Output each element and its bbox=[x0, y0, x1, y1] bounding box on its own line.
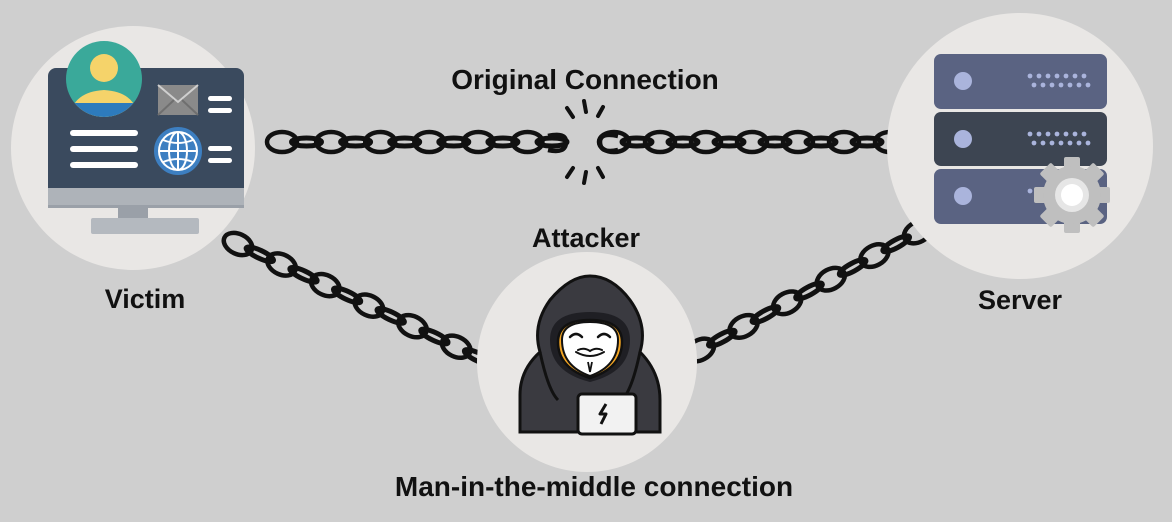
break-spark-icon bbox=[565, 99, 605, 185]
chain-link bbox=[858, 242, 891, 270]
original-connection-chain-right bbox=[596, 129, 908, 155]
envelope-icon bbox=[157, 84, 199, 116]
chain-link bbox=[734, 129, 770, 155]
server-indicator-dot bbox=[1054, 131, 1060, 137]
broken-link-end-right bbox=[597, 132, 619, 154]
chain-link bbox=[814, 265, 848, 293]
chain-link bbox=[265, 251, 299, 278]
chain-link bbox=[619, 135, 655, 149]
chain-link bbox=[826, 129, 862, 155]
server-indicator-dot bbox=[1081, 131, 1087, 137]
chain-link bbox=[880, 233, 913, 255]
chain-link bbox=[757, 135, 793, 149]
server-indicator-dot bbox=[1031, 140, 1037, 146]
victim-node bbox=[11, 26, 255, 270]
chain-link bbox=[510, 129, 545, 155]
server-indicator-dot bbox=[1031, 82, 1037, 88]
chain-link bbox=[749, 304, 782, 326]
chain-link bbox=[352, 292, 386, 319]
chain-link bbox=[243, 244, 276, 265]
server-indicator-dot bbox=[1040, 140, 1046, 146]
chain-link bbox=[308, 271, 342, 299]
chain-link bbox=[836, 256, 869, 278]
server-indicator-dot bbox=[1072, 73, 1078, 79]
chain-link bbox=[338, 135, 374, 149]
chain-link bbox=[418, 326, 451, 347]
server-indicator-dot bbox=[1058, 140, 1064, 146]
chain-link bbox=[711, 135, 747, 149]
server-indicator-dot bbox=[1067, 140, 1073, 146]
chain-link bbox=[330, 285, 364, 306]
server-indicator-dot bbox=[1027, 188, 1033, 194]
chain-link bbox=[221, 230, 255, 258]
server-indicator-dot bbox=[1027, 73, 1033, 79]
victim-attacker-chain bbox=[221, 230, 495, 367]
computer-monitor-icon bbox=[48, 41, 244, 234]
server-indicator-dot bbox=[1027, 131, 1033, 137]
chain-link bbox=[387, 135, 423, 149]
server-indicator-dot bbox=[1085, 82, 1091, 88]
chain-link bbox=[289, 135, 324, 149]
chain-link bbox=[412, 129, 447, 155]
server-indicator-dot bbox=[1058, 82, 1064, 88]
laptop-icon bbox=[576, 392, 638, 436]
gear-icon bbox=[1034, 157, 1110, 233]
chain-link bbox=[287, 264, 320, 285]
chain-link bbox=[313, 129, 349, 155]
chain-link bbox=[461, 129, 496, 155]
chain-link bbox=[642, 129, 678, 155]
chain-link bbox=[374, 306, 407, 326]
attacker-node bbox=[477, 252, 697, 472]
globe-icon bbox=[154, 127, 202, 175]
server-indicator-dot bbox=[1054, 73, 1060, 79]
server-indicator-dot bbox=[1072, 131, 1078, 137]
chain-link bbox=[688, 129, 724, 155]
chain-link bbox=[436, 135, 472, 149]
chain-link bbox=[793, 280, 825, 302]
server-indicator-dot bbox=[1076, 82, 1082, 88]
server-indicator-dot bbox=[1063, 131, 1069, 137]
server-indicator-dot bbox=[1081, 73, 1087, 79]
chain-link bbox=[849, 135, 885, 149]
server-indicator-dot bbox=[1067, 82, 1073, 88]
server-node bbox=[887, 13, 1153, 279]
chain-link bbox=[770, 289, 804, 317]
chain-link bbox=[727, 312, 760, 340]
chain-link bbox=[803, 135, 839, 149]
original-connection-chain-left bbox=[264, 129, 570, 155]
server-label: Server bbox=[977, 285, 1063, 315]
server-indicator-dot bbox=[1036, 73, 1042, 79]
chain-links-layer bbox=[221, 129, 935, 367]
server-rack-icon bbox=[934, 54, 1110, 233]
server-indicator-dot bbox=[1049, 82, 1055, 88]
chain-link bbox=[485, 135, 521, 149]
chain-link bbox=[780, 129, 816, 155]
server-indicator-dot bbox=[1045, 131, 1051, 137]
server-indicator-dot bbox=[1049, 140, 1055, 146]
broken-link-end-left bbox=[547, 132, 569, 154]
chain-link bbox=[264, 129, 300, 155]
hooded-hacker-icon bbox=[518, 274, 662, 436]
original-connection-label: Original Connection bbox=[451, 64, 719, 95]
server-indicator-dot bbox=[1040, 82, 1046, 88]
server-indicator-dot bbox=[1085, 140, 1091, 146]
server-indicator-dot bbox=[1036, 131, 1042, 137]
victim-label: Victim bbox=[104, 284, 186, 314]
server-indicator-dot bbox=[1045, 73, 1051, 79]
chain-link bbox=[396, 312, 429, 340]
attacker-label: Attacker bbox=[531, 223, 641, 253]
server-indicator-dot bbox=[1063, 73, 1069, 79]
attacker-server-chain bbox=[683, 218, 935, 364]
chain-link bbox=[439, 333, 473, 361]
server-indicator-dot bbox=[1076, 140, 1082, 146]
mitm-connection-label: Man-in-the-middle connection bbox=[394, 471, 794, 502]
chain-link bbox=[705, 327, 738, 349]
chain-link bbox=[665, 135, 701, 149]
chain-link bbox=[362, 129, 398, 155]
